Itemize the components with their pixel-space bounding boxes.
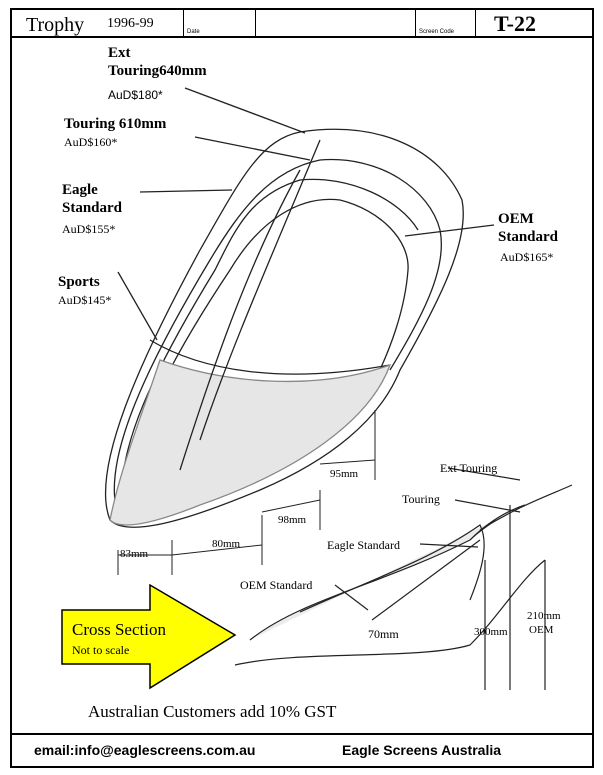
cross-section-ext (479, 484, 573, 531)
touring-price: AuD$160* (64, 135, 118, 149)
dim-98: 98mm (278, 514, 307, 526)
ext-touring-price: AuD$180* (108, 88, 163, 102)
cs-oem-standard-label: OEM Standard (240, 578, 313, 592)
eagle-standard-outline (121, 178, 419, 513)
dim-210: 210mm (527, 610, 561, 622)
model-years: 1996-99 (107, 16, 154, 31)
blank-cell (256, 10, 416, 36)
dim-70: 70mm (368, 627, 399, 641)
sports-label: Sports (58, 274, 100, 290)
cs-eagle-standard-label: Eagle Standard (327, 538, 400, 552)
cross-section-eagle (299, 524, 485, 613)
footer-email[interactable]: email:info@eaglescreens.com.au (34, 742, 256, 758)
ext-touring-label-line2: Touring640mm (108, 63, 207, 79)
cross-section-arrow (61, 583, 237, 690)
header-bar: Trophy 1996-99 Date Screen Code T-22 (10, 8, 594, 38)
center-line-2 (179, 169, 301, 471)
not-to-scale-note: Not to scale (72, 643, 130, 657)
screen-code-label: Screen Code (419, 29, 455, 35)
center-line (199, 139, 321, 441)
dim-300: 300mm (474, 626, 508, 638)
touring-outline (113, 158, 442, 516)
footer-bar: email:info@eaglescreens.com.au Eagle Scr… (10, 733, 594, 768)
cross-section-title: Cross Section (72, 620, 166, 639)
touring-label: Touring 610mm (64, 116, 167, 132)
ext-touring-outline (104, 128, 464, 528)
eagle-standard-label-line2: Standard (62, 200, 123, 216)
eagle-standard-label-line1: Eagle (62, 182, 98, 198)
shaded-band (109, 359, 392, 526)
cs-touring-label: Touring (402, 492, 440, 506)
model-title: Trophy (26, 14, 85, 36)
screen-code: T-22 (494, 11, 536, 36)
sports-outline (149, 339, 391, 375)
ext-touring-label-line1: Ext (108, 45, 131, 61)
footer-company: Eagle Screens Australia (342, 742, 502, 758)
sports-price: AuD$145* (58, 293, 112, 307)
dim-95: 95mm (330, 468, 359, 480)
eagle-standard-price: AuD$155* (62, 222, 116, 236)
ext-touring-label: Ext Touring640mm (108, 44, 207, 80)
cross-section-base (234, 559, 546, 666)
gst-notice: Australian Customers add 10% GST (88, 702, 337, 721)
screen-code-label-cell: Screen Code (416, 10, 476, 36)
oem-standard-label: OEM Standard (498, 210, 558, 246)
dim-83: 83mm (120, 548, 149, 560)
dim-80: 80mm (212, 538, 241, 550)
oem-standard-label-line2: Standard (498, 229, 559, 245)
date-cell: Date (184, 10, 256, 36)
date-label: Date (187, 29, 200, 35)
dim-210-oem: OEM (529, 624, 554, 636)
model-cell: Trophy 1996-99 (12, 10, 184, 36)
screen-code-cell: T-22 (476, 10, 592, 36)
oem-standard-price: AuD$165* (500, 250, 554, 264)
cs-ext-touring-label: Ext Touring (440, 461, 498, 475)
oem-standard-label-line1: OEM (498, 211, 534, 227)
cross-section-touring (469, 504, 526, 541)
eagle-standard-label: Eagle Standard (62, 181, 122, 217)
